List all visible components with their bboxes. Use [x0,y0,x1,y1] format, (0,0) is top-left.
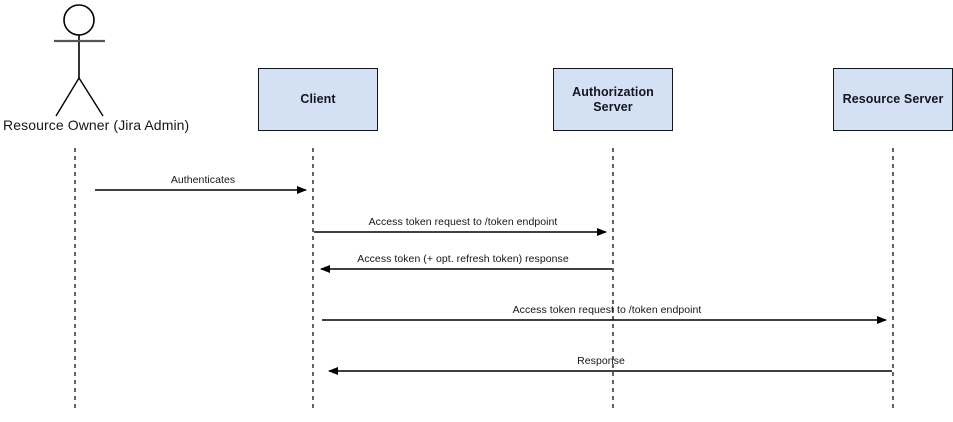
participant-box-client[interactable]: Client [258,68,378,131]
actor-stick-figure [54,4,105,117]
message-label-response: Response [577,355,625,367]
actor-label-resource-owner: Resource Owner (Jira Admin) [3,117,190,133]
lifelines-group [74,148,894,408]
participant-label-client: Client [300,92,336,106]
actor-head-icon [63,4,95,36]
message-label-access-token-response: Access token (+ opt. refresh token) resp… [357,253,569,265]
actor-leg-left-line [55,77,80,117]
participant-box-authorization-server[interactable]: Authorization Server [553,68,673,131]
participant-label-authorization-server: Authorization Server [572,84,654,114]
message-arrows-group [95,186,892,375]
actor-leg-right-line [78,77,104,117]
participant-box-resource-server[interactable]: Resource Server [833,68,953,131]
message-label-access-token-request-resource: Access token request to /token endpoint [512,304,702,316]
message-label-authenticates: Authenticates [170,174,236,186]
participant-label-resource-server: Resource Server [842,92,944,106]
message-label-access-token-request-authz: Access token request to /token endpoint [368,216,558,228]
